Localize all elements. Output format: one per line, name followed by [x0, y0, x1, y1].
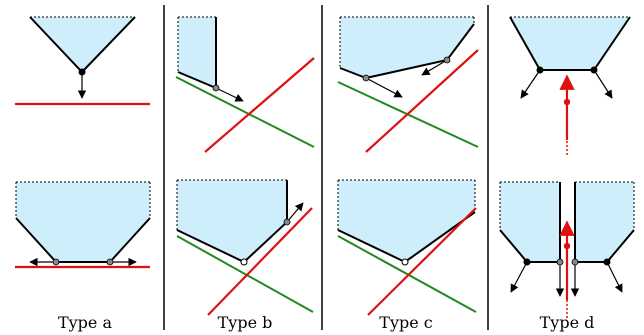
panel-type-b: Type b [175, 16, 315, 332]
type-b-top-red-line [204, 57, 315, 153]
caption-type-a: Type a [58, 313, 113, 332]
type-b-top-green-line [175, 76, 315, 148]
panel-type-a: Type a [15, 16, 151, 332]
type-b-bottom-red-line [207, 207, 313, 316]
type-a-top-polygon [29, 16, 136, 74]
type-b-bottom-node-gray [283, 218, 291, 226]
type-a-top-vertex [78, 68, 86, 76]
type-d-bottom-left-polygon [499, 181, 561, 263]
type-c-bottom-polygon [337, 179, 476, 264]
panel-type-d: Type d [499, 16, 635, 332]
type-c-bottom-green-line [337, 235, 477, 313]
type-d-bottom-vertex-right [603, 258, 611, 266]
type-c-top-arrow-left [365, 77, 403, 98]
type-c-bottom-red-line [367, 207, 477, 316]
panel-type-c: Type c [337, 16, 479, 332]
type-d-top-vertex-left [536, 66, 544, 74]
type-d-bottom-arrow-left-outer [510, 261, 528, 293]
type-d-top-arrow-right [593, 69, 613, 99]
type-b-bottom-green-line [176, 235, 314, 313]
type-b-top-polygon [177, 16, 217, 90]
type-b-bottom-node-white [240, 258, 248, 266]
caption-type-b: Type b [218, 313, 273, 332]
type-b-top-node [212, 84, 220, 92]
caption-type-d: Type d [540, 313, 595, 332]
type-d-bottom-node-right [571, 258, 579, 266]
type-d-top-arrow-left [520, 69, 541, 99]
type-d-top-polygon [509, 16, 631, 71]
type-c-top-red-line [365, 49, 479, 153]
type-c-top-arrow-right [421, 59, 448, 76]
type-d-bottom-arrow-right-outer [606, 261, 623, 293]
type-d-top-red-point [563, 98, 571, 106]
type-c-bottom-node-white [401, 258, 409, 266]
type-a-bottom-polygon [15, 181, 151, 263]
type-a-bottom-node-left [52, 258, 60, 266]
type-c-top-node-right [443, 56, 451, 64]
type-b-bottom-arrow [286, 202, 304, 223]
type-b-bottom-polygon [176, 179, 288, 264]
type-c-top-polygon [339, 16, 475, 80]
type-d-bottom-node-left [556, 258, 564, 266]
type-b-top-arrow [215, 87, 244, 102]
type-c-top-node-left [362, 74, 370, 82]
type-d-bottom-vertex-left [523, 258, 531, 266]
type-d-bottom-right-polygon [574, 181, 635, 263]
type-d-bottom-red-point [563, 242, 571, 250]
type-a-bottom-node-right [106, 258, 114, 266]
type-d-top-vertex-right [590, 66, 598, 74]
caption-type-c: Type c [379, 313, 433, 332]
